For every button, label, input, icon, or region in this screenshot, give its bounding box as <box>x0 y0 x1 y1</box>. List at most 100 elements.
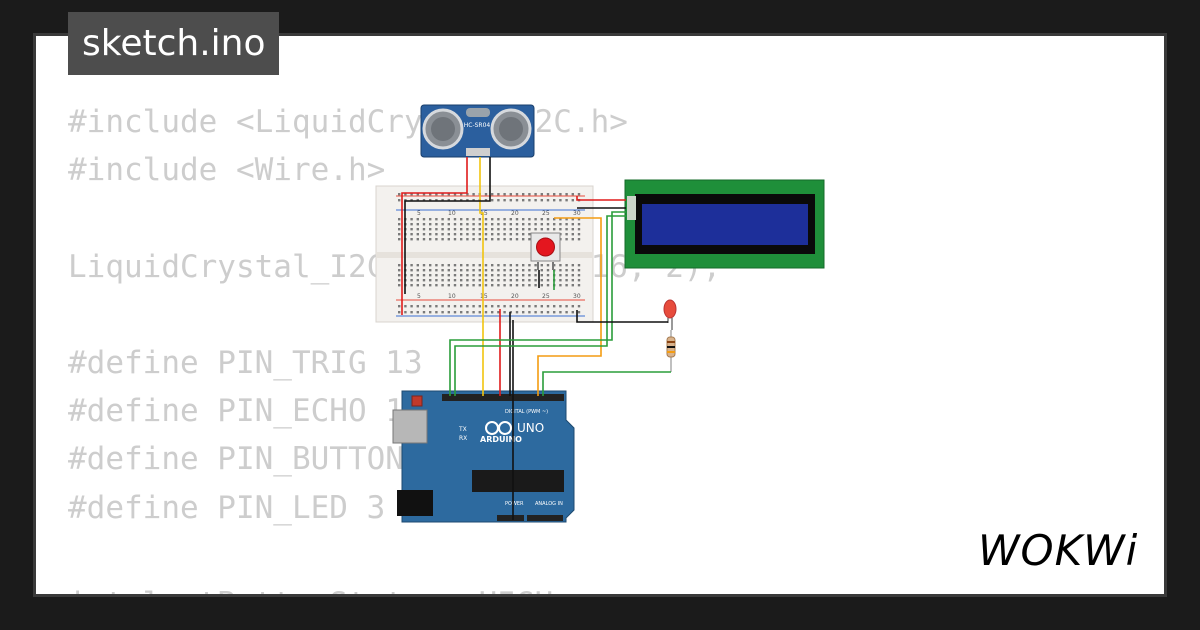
breadboard-hole <box>565 305 568 308</box>
breadboard-hole <box>565 218 568 221</box>
breadboard-hole <box>441 238 444 241</box>
breadboard-hole <box>565 311 568 314</box>
breadboard-hole <box>484 284 488 287</box>
breadboard-hole <box>441 223 444 226</box>
breadboard-hole <box>429 284 432 287</box>
breadboard-hole <box>509 223 512 226</box>
breadboard-hole <box>484 305 488 308</box>
breadboard-hole <box>435 305 438 308</box>
breadboard-hole <box>466 193 469 196</box>
breadboard-hole <box>559 218 562 221</box>
breadboard-hole <box>466 311 469 314</box>
breadboard-hole <box>528 218 531 221</box>
breadboard-hole <box>398 238 401 241</box>
breadboard-hole <box>429 274 432 277</box>
breadboard-hole <box>453 274 457 277</box>
col-number: 10 <box>448 210 456 217</box>
breadboard-hole <box>528 284 531 287</box>
breadboard-hole <box>447 193 450 196</box>
breadboard-hole <box>478 279 481 282</box>
breadboard-hole <box>460 228 463 231</box>
push-button[interactable] <box>530 232 561 270</box>
breadboard-hole <box>422 305 426 308</box>
breadboard-hole <box>509 305 512 308</box>
breadboard-hole <box>540 218 543 221</box>
resistor <box>666 330 676 372</box>
breadboard-hole <box>472 228 475 231</box>
breadboard-hole <box>466 284 469 287</box>
breadboard-hole <box>478 223 481 226</box>
breadboard-hole <box>398 223 401 226</box>
breadboard-hole <box>522 274 525 277</box>
breadboard-hole <box>472 233 475 236</box>
breadboard-hole <box>435 311 438 314</box>
breadboard-hole <box>528 193 531 196</box>
breadboard-hole <box>491 311 494 314</box>
breadboard-hole <box>577 228 581 231</box>
breadboard-hole <box>577 305 581 308</box>
breadboard-hole <box>497 238 500 241</box>
breadboard-hole <box>429 305 432 308</box>
breadboard-hole <box>435 218 438 221</box>
breadboard-hole <box>546 228 550 231</box>
breadboard-hole <box>410 311 413 314</box>
breadboard-hole <box>441 264 444 267</box>
breadboard-hole <box>528 269 531 272</box>
breadboard-hole <box>422 193 426 196</box>
breadboard-hole <box>565 274 568 277</box>
col-number: 20 <box>511 210 519 217</box>
breadboard-hole <box>540 311 543 314</box>
breadboard-hole <box>509 274 512 277</box>
breadboard-hole <box>460 311 463 314</box>
board-brand: ARDUINO <box>480 435 522 444</box>
breadboard-hole <box>460 223 463 226</box>
breadboard-hole <box>441 233 444 236</box>
breadboard-hole <box>503 264 506 267</box>
breadboard-hole <box>447 223 450 226</box>
breadboard-hole <box>571 238 574 241</box>
breadboard-hole <box>472 218 475 221</box>
breadboard-hole <box>515 193 519 196</box>
sensor-label: HC-SR04 <box>464 122 491 129</box>
breadboard-hole <box>410 238 413 241</box>
breadboard-hole <box>522 223 525 226</box>
breadboard-hole <box>429 264 432 267</box>
breadboard-hole <box>491 274 494 277</box>
col-number: 30 <box>573 293 581 300</box>
breadboard-hole <box>441 279 444 282</box>
breadboard-hole <box>528 305 531 308</box>
breadboard-hole <box>398 264 401 267</box>
breadboard-hole <box>546 264 550 267</box>
breadboard-hole <box>398 218 401 221</box>
breadboard-hole <box>453 223 457 226</box>
breadboard-hole <box>410 284 413 287</box>
col-number: 5 <box>417 293 421 300</box>
breadboard-hole <box>546 269 550 272</box>
breadboard-hole <box>534 274 537 277</box>
breadboard-hole <box>546 218 550 221</box>
breadboard-hole <box>534 269 537 272</box>
breadboard-hole <box>478 238 481 241</box>
breadboard-hole <box>416 238 419 241</box>
breadboard-hole <box>410 233 413 236</box>
breadboard-hole <box>460 274 463 277</box>
breadboard-hole <box>522 264 525 267</box>
breadboard-hole <box>534 193 537 196</box>
breadboard-hole <box>441 269 444 272</box>
breadboard-hole <box>515 279 519 282</box>
breadboard-hole <box>571 228 574 231</box>
breadboard-hole <box>410 223 413 226</box>
breadboard-hole <box>460 238 463 241</box>
breadboard-hole <box>398 305 401 308</box>
breadboard-hole <box>410 264 413 267</box>
breadboard-hole <box>441 228 444 231</box>
ultrasonic-sensor: HC-SR04 <box>420 104 535 158</box>
breadboard-hole <box>460 264 463 267</box>
breadboard-hole <box>472 279 475 282</box>
breadboard-hole <box>466 305 469 308</box>
breadboard-hole <box>398 274 401 277</box>
breadboard-hole <box>460 218 463 221</box>
breadboard-hole <box>404 311 407 314</box>
breadboard-hole <box>565 284 568 287</box>
breadboard-hole <box>472 269 475 272</box>
